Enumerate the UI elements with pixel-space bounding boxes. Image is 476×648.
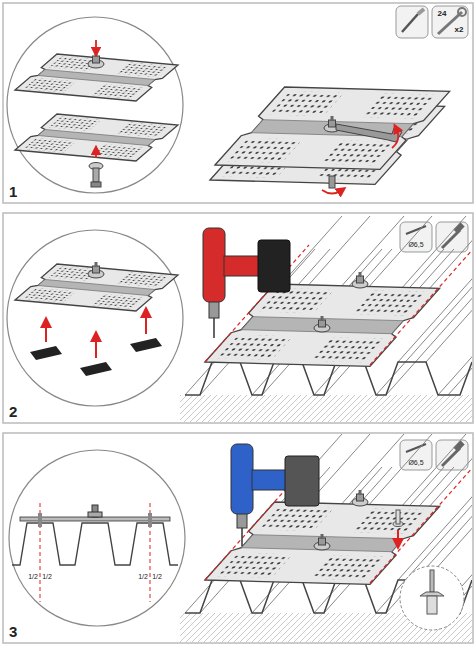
- drill-diameter: Ø6,5: [408, 241, 423, 248]
- dimension: 1/2: [42, 573, 52, 580]
- quantity: x2: [455, 26, 464, 34]
- step-number: 2: [9, 404, 17, 419]
- step-number: 3: [9, 624, 17, 639]
- dimension: 1/2: [138, 573, 148, 580]
- dimension: 1/2: [28, 573, 38, 580]
- wrench-size: 24: [438, 10, 447, 18]
- dimension: 1/2: [152, 573, 162, 580]
- drill-diameter: Ø6,5: [408, 459, 423, 466]
- step-number: 1: [9, 184, 17, 199]
